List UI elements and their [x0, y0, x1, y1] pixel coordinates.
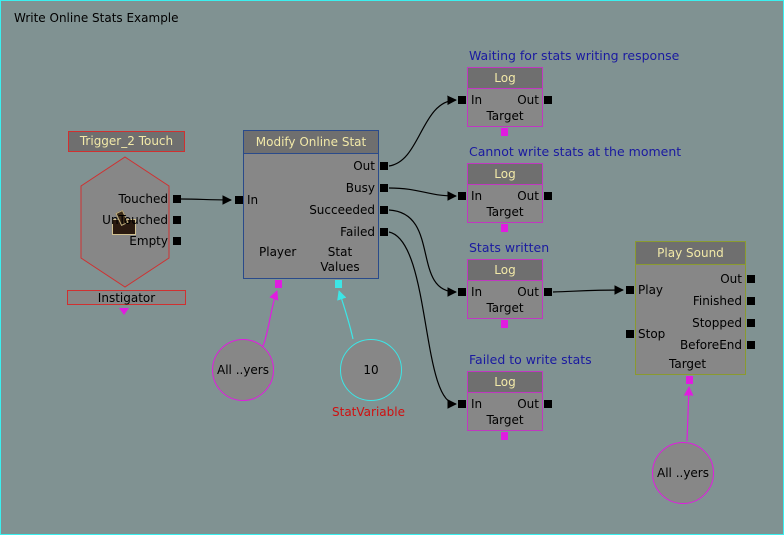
pin-log3-out[interactable]	[544, 288, 552, 296]
play-sound-node[interactable]: Play Sound	[635, 241, 746, 375]
instigator-var[interactable]: Instigator	[67, 290, 186, 305]
stat-variable-label: StatVariable	[332, 405, 405, 419]
pin-modify-failed[interactable]	[380, 228, 388, 236]
pin-stop[interactable]	[626, 330, 634, 338]
play-sound-target: Target	[669, 357, 707, 371]
modify-input-in: In	[247, 193, 259, 207]
log-node-4[interactable]: Log In Out Target	[467, 371, 543, 431]
all-players-var-2[interactable]: All ..yers	[652, 442, 714, 504]
pin-sound-finished[interactable]	[747, 297, 755, 305]
pin-sound-target[interactable]	[686, 376, 693, 384]
log1-title: Log	[494, 71, 516, 85]
modify-output-failed: Failed	[340, 225, 375, 239]
log3-in: In	[471, 285, 483, 299]
output-touched: Touched	[118, 192, 168, 206]
pin-log1-out[interactable]	[544, 96, 552, 104]
pin-log4-target[interactable]	[501, 432, 508, 440]
pin-modify-out[interactable]	[380, 162, 388, 170]
pin-log2-out[interactable]	[544, 192, 552, 200]
wire-touched-in	[180, 195, 232, 205]
log4-in: In	[471, 397, 483, 411]
log3-title: Log	[494, 263, 516, 277]
pin-modify-stat-values[interactable]	[335, 280, 342, 288]
output-empty: Empty	[129, 234, 168, 248]
pin-modify-in[interactable]	[235, 196, 243, 204]
wire-out-log1	[388, 95, 457, 167]
pin-touched[interactable]	[173, 195, 181, 203]
log-node-3[interactable]: Log In Out Target	[467, 259, 543, 319]
pin-untouched[interactable]	[173, 216, 181, 224]
wire-failed-log4	[388, 231, 457, 409]
stat-int-value: 10	[363, 363, 379, 377]
pin-sound-beforeend[interactable]	[747, 341, 755, 349]
log3-out: Out	[517, 285, 539, 299]
play-sound-input-play: Play	[638, 283, 664, 297]
pin-log3-in[interactable]	[458, 288, 466, 296]
trigger-title: Trigger_2 Touch	[79, 134, 174, 148]
play-sound-output-beforeend: BeforeEnd	[679, 338, 742, 352]
log1-in: In	[471, 93, 483, 107]
log2-target: Target	[486, 205, 524, 219]
hand-icon	[110, 209, 136, 235]
modify-output-busy: Busy	[345, 181, 375, 195]
output-untouched: UnTouched	[102, 213, 168, 227]
pin-sound-out[interactable]	[747, 275, 755, 283]
pin-modify-busy[interactable]	[380, 184, 388, 192]
wire-log3-play	[552, 285, 624, 295]
stat-int-var[interactable]: 10	[340, 339, 402, 401]
window-title: Write Online Stats Example	[14, 11, 179, 25]
log2-title: Log	[494, 167, 516, 181]
all-players-2-label: All ..yers	[657, 466, 709, 480]
pin-log2-in[interactable]	[458, 192, 466, 200]
pin-sound-stopped[interactable]	[747, 319, 755, 327]
modify-output-out: Out	[353, 159, 375, 173]
log4-comment: Failed to write stats	[469, 352, 592, 367]
wire-allplayers2-target	[683, 386, 694, 442]
log-node-1[interactable]: Log In Out Target	[467, 67, 543, 127]
modify-var-player: Player	[259, 245, 297, 259]
pin-log3-target[interactable]	[501, 320, 508, 328]
log1-comment: Waiting for stats writing response	[469, 48, 680, 63]
log2-out: Out	[517, 189, 539, 203]
log1-target: Target	[486, 109, 524, 123]
pin-empty[interactable]	[173, 237, 181, 245]
play-sound-input-stop: Stop	[638, 327, 666, 341]
instigator-label: Instigator	[97, 291, 156, 305]
wire-allplayers-player	[262, 290, 279, 347]
modify-title: Modify Online Stat	[255, 135, 367, 149]
all-players-1-label: All ..yers	[217, 363, 269, 377]
pin-log1-target[interactable]	[501, 128, 508, 136]
instigator-pin[interactable]	[119, 306, 129, 316]
pin-play[interactable]	[626, 286, 634, 294]
wire-statvar-values	[337, 290, 354, 340]
modify-var-stat-values: Stat Values	[320, 245, 360, 274]
log-node-2[interactable]: Log In Out Target	[467, 163, 543, 223]
play-sound-output-out: Out	[720, 272, 742, 286]
log3-comment: Stats written	[469, 240, 550, 255]
log1-out: Out	[517, 93, 539, 107]
pin-log1-in[interactable]	[458, 96, 466, 104]
log2-comment: Cannot write stats at the moment	[469, 144, 682, 159]
pin-log4-in[interactable]	[458, 400, 466, 408]
log2-in: In	[471, 189, 483, 203]
log4-out: Out	[517, 397, 539, 411]
log3-target: Target	[486, 301, 524, 315]
log4-title: Log	[494, 375, 516, 389]
modify-output-succeeded: Succeeded	[309, 203, 375, 217]
pin-modify-player[interactable]	[275, 280, 282, 288]
play-sound-title: Play Sound	[657, 246, 724, 260]
trigger-node-header[interactable]: Trigger_2 Touch	[68, 131, 185, 152]
pin-log2-target[interactable]	[501, 224, 508, 232]
play-sound-output-stopped: Stopped	[692, 316, 742, 330]
wire-busy-log2	[388, 187, 457, 201]
wire-succeeded-log3	[388, 209, 457, 297]
pin-modify-succeeded[interactable]	[380, 206, 388, 214]
modify-online-stat-node[interactable]: Modify Online Stat	[243, 130, 379, 279]
pin-log4-out[interactable]	[544, 400, 552, 408]
play-sound-output-finished: Finished	[692, 294, 742, 308]
log4-target: Target	[486, 413, 524, 427]
all-players-var-1[interactable]: All ..yers	[212, 339, 274, 401]
